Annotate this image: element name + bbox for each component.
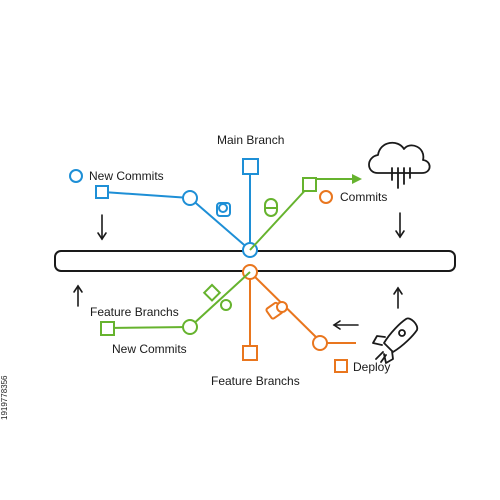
arrow-icon bbox=[395, 212, 405, 239]
rocket-icon bbox=[372, 317, 419, 364]
feature-branch-square bbox=[242, 345, 258, 361]
commit-diamond-green bbox=[202, 283, 222, 302]
arrow-icon bbox=[97, 214, 107, 241]
commit-square-blue bbox=[95, 185, 109, 199]
feature-branchs-label-bottom: Feature Branchs bbox=[211, 374, 300, 388]
blue-branch bbox=[69, 158, 259, 258]
arrow-head-green bbox=[352, 174, 362, 184]
commit-node-green bbox=[182, 319, 198, 335]
commit-square-green bbox=[302, 177, 317, 192]
commit-square-green-lower bbox=[100, 321, 115, 336]
feature-branchs-label-left: Feature Branchs bbox=[90, 305, 179, 319]
commits-marker bbox=[319, 190, 333, 204]
arrow-icon bbox=[332, 320, 359, 330]
orange-branch bbox=[242, 264, 356, 373]
green-branch-lower bbox=[100, 271, 251, 336]
main-branch-label: Main Branch bbox=[217, 133, 284, 147]
deploy-marker bbox=[334, 359, 348, 373]
cloud-icon bbox=[368, 141, 431, 189]
arrow-icon bbox=[73, 284, 83, 307]
commit-dot-orange bbox=[276, 301, 288, 313]
commit-node-blue bbox=[182, 190, 198, 206]
main-branch-square bbox=[242, 158, 259, 175]
arrow-icon bbox=[393, 286, 403, 309]
new-commits-label-top: New Commits bbox=[89, 169, 164, 183]
commit-dot-blue bbox=[218, 203, 228, 213]
deploy-label: Deploy bbox=[353, 360, 390, 374]
new-commits-marker bbox=[69, 169, 83, 183]
new-commits-label-bottom: New Commits bbox=[112, 342, 187, 356]
green-branch-upper bbox=[249, 174, 362, 251]
commit-node-orange bbox=[312, 335, 328, 351]
commit-dot-green bbox=[220, 299, 232, 311]
commits-label: Commits bbox=[340, 190, 387, 204]
arrows bbox=[73, 212, 405, 330]
stock-id-text: 1919778356 bbox=[0, 375, 9, 420]
